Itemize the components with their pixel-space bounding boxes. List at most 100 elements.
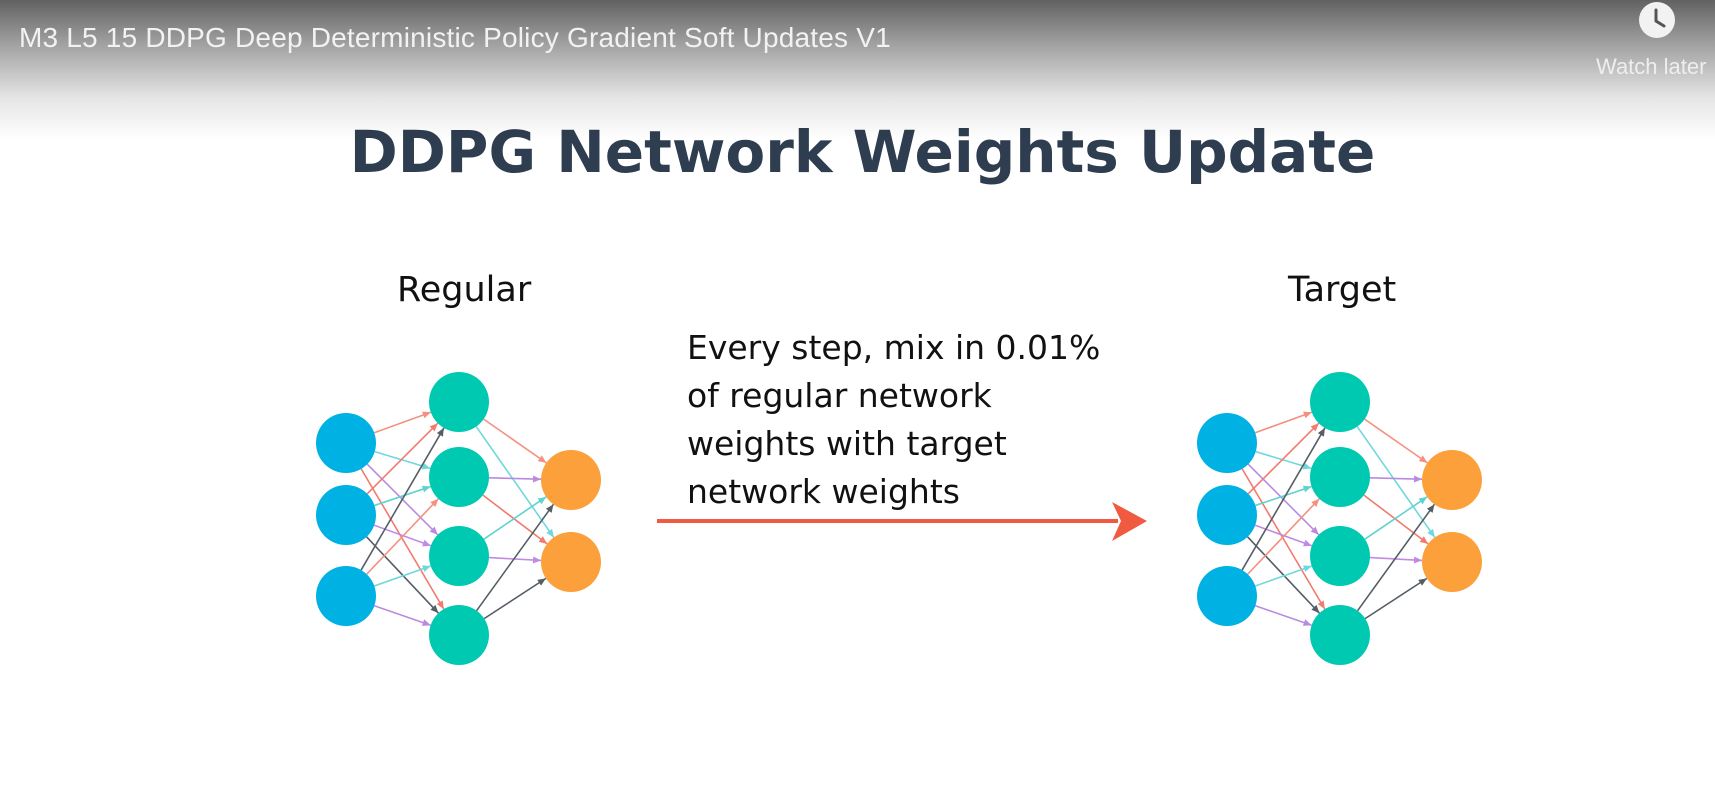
edge-arrowhead xyxy=(1302,462,1312,470)
edge-arrowhead xyxy=(429,526,438,535)
edge-arrowhead xyxy=(422,565,431,572)
network-edge xyxy=(483,577,547,620)
video-title[interactable]: M3 L5 15 DDPG Deep Deterministic Policy … xyxy=(19,22,891,53)
edge-arrowhead xyxy=(538,536,548,544)
network-edge xyxy=(1247,498,1320,575)
network-edge xyxy=(1241,468,1326,610)
edge-arrowhead xyxy=(1303,411,1312,419)
edge-arrowhead xyxy=(1418,496,1428,505)
regular-network-label: Regular xyxy=(397,270,532,310)
edge-arrowhead xyxy=(1426,504,1435,513)
output-node xyxy=(1422,450,1482,510)
network-edge xyxy=(1369,477,1423,480)
input-node xyxy=(316,485,376,545)
edge-arrowhead xyxy=(1418,578,1427,586)
target-network xyxy=(1197,372,1482,665)
edge-arrowhead xyxy=(1413,556,1423,564)
network-edge xyxy=(488,477,542,480)
network-edge xyxy=(475,426,555,538)
target-network-label: Target xyxy=(1288,270,1397,310)
network-edge xyxy=(1255,450,1312,470)
edge-arrowhead xyxy=(1310,526,1319,535)
arrow-head xyxy=(1112,502,1147,541)
edge-arrowhead xyxy=(545,504,554,513)
edge-arrowhead xyxy=(1302,485,1312,493)
hidden-node xyxy=(429,372,489,432)
edge-arrowhead xyxy=(1418,455,1428,463)
edge-arrowhead xyxy=(422,539,431,547)
input-node xyxy=(316,566,376,626)
hidden-node xyxy=(1310,526,1370,586)
network-edge xyxy=(374,605,431,626)
edge-arrowhead xyxy=(429,423,438,432)
edge-arrowhead xyxy=(421,462,431,470)
edge-arrowhead xyxy=(537,455,547,463)
hidden-node xyxy=(1310,447,1370,507)
network-edge xyxy=(1364,577,1428,620)
network-edge xyxy=(1255,485,1312,507)
network-edge xyxy=(1356,426,1436,538)
network-edge xyxy=(1369,556,1423,562)
edge-arrowhead xyxy=(422,411,431,419)
edge-arrowhead xyxy=(1317,427,1325,437)
network-edge xyxy=(482,494,548,545)
network-edge xyxy=(1246,536,1321,614)
hidden-node xyxy=(1310,605,1370,665)
edge-arrowhead xyxy=(1310,423,1319,432)
hidden-node xyxy=(429,526,489,586)
network-edge xyxy=(1254,411,1313,434)
network-edge xyxy=(1255,605,1312,626)
hidden-node xyxy=(429,605,489,665)
edge-arrowhead xyxy=(430,604,439,614)
output-node xyxy=(541,450,601,510)
edge-arrowhead xyxy=(537,578,546,586)
edge-arrowhead xyxy=(1311,498,1320,507)
edge-arrowhead xyxy=(537,496,547,505)
network-edge xyxy=(1364,418,1428,464)
edge-arrowhead xyxy=(1419,536,1429,544)
network-edge xyxy=(374,485,431,507)
edge-arrowhead xyxy=(532,556,542,564)
network-edge xyxy=(360,468,445,610)
network-edge xyxy=(360,427,445,571)
network-edge xyxy=(1255,565,1312,587)
hidden-node xyxy=(429,447,489,507)
network-edge xyxy=(483,418,547,464)
edge-arrowhead xyxy=(532,475,542,483)
edge-arrowhead xyxy=(1413,475,1423,483)
network-edge xyxy=(366,498,439,575)
caption-line-1: Every step, mix in 0.01% xyxy=(687,328,1101,367)
network-edge xyxy=(374,450,431,470)
top-gradient-overlay xyxy=(0,0,1715,140)
edge-arrowhead xyxy=(1317,600,1325,610)
edge-arrowhead xyxy=(430,498,439,507)
edge-arrowhead xyxy=(436,600,444,610)
caption-line-2: of regular network xyxy=(687,376,992,415)
edge-arrowhead xyxy=(1303,539,1312,547)
output-node xyxy=(1422,532,1482,592)
regular-network xyxy=(316,372,601,665)
watch-later-button[interactable]: Watch later xyxy=(1596,0,1715,90)
edge-arrowhead xyxy=(421,619,431,626)
network-edge xyxy=(1363,494,1429,545)
hidden-node xyxy=(1310,372,1370,432)
update-caption: Every step, mix in 0.01% of regular netw… xyxy=(687,324,1100,516)
network-edge xyxy=(1364,496,1428,540)
edge-arrowhead xyxy=(1311,604,1320,614)
clock-icon xyxy=(1639,2,1675,38)
network-edge xyxy=(365,536,440,614)
watch-later-label: Watch later xyxy=(1596,54,1707,79)
edge-arrowhead xyxy=(421,485,431,493)
network-edge xyxy=(373,411,432,434)
network-edge xyxy=(1241,427,1326,571)
input-node xyxy=(316,413,376,473)
soft-update-arrow xyxy=(657,502,1147,541)
edge-arrowhead xyxy=(436,427,444,437)
network-edge xyxy=(1356,503,1436,612)
network-edge xyxy=(366,422,439,495)
edge-arrowhead xyxy=(546,528,554,538)
network-edge xyxy=(488,556,542,562)
output-node xyxy=(541,532,601,592)
